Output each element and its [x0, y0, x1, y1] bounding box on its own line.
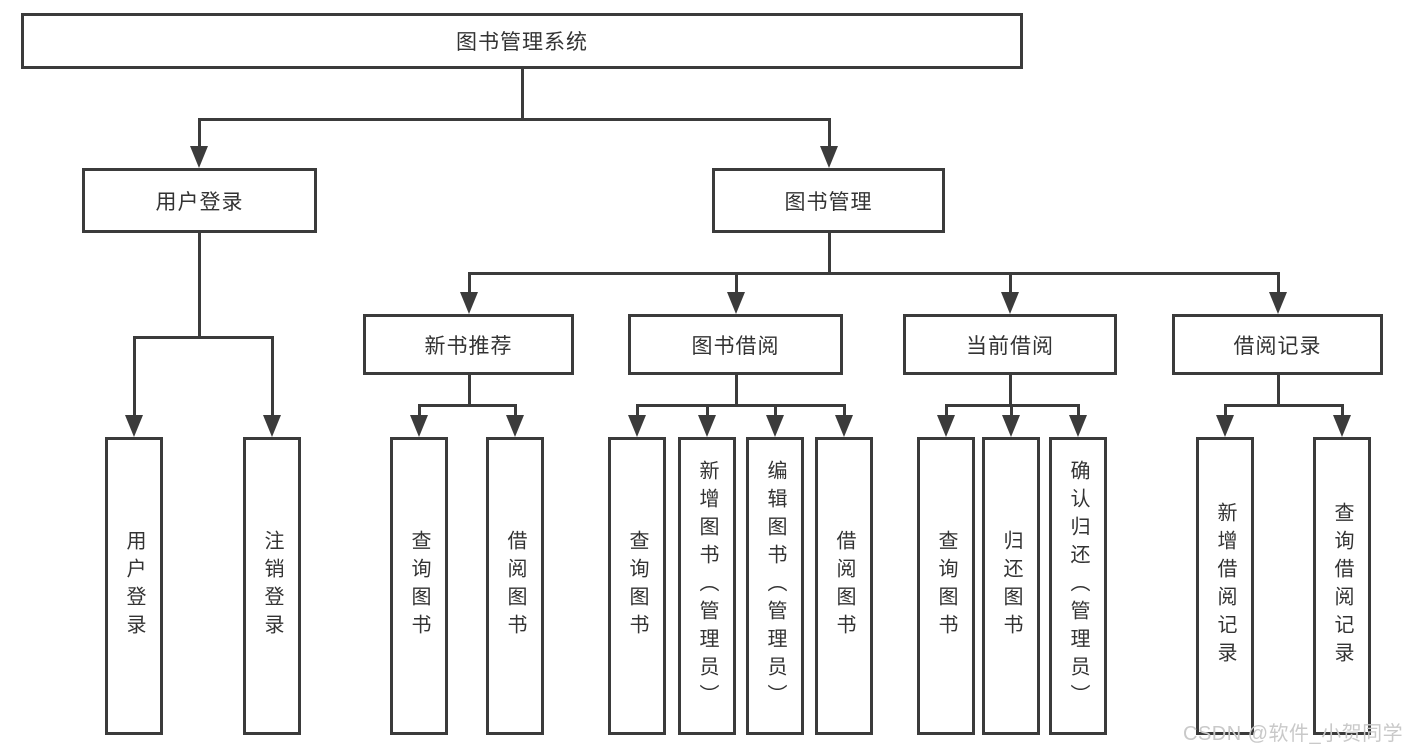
node-label: 新增借阅记录 [1214, 502, 1236, 670]
connector-horizontal-line [132, 335, 274, 339]
node-user-login-branch: 用户登录 [82, 168, 317, 233]
arrow-down-icon [937, 415, 955, 437]
arrow-down-icon [1069, 415, 1087, 437]
connector-arrow-stem [773, 405, 777, 415]
connector-arrow-stem [705, 405, 709, 415]
connector-horizontal-line [417, 403, 517, 407]
connector-arrow-stem [1340, 405, 1344, 415]
leaf-query-book-borrow: 查询图书 [608, 437, 666, 735]
node-label: 查询借阅记录 [1331, 502, 1353, 670]
connector-arrow-stem [197, 119, 201, 146]
node-label: 借阅记录 [1233, 334, 1322, 358]
connector-horizontal-line [197, 117, 831, 121]
node-label: 新书推荐 [424, 334, 513, 358]
arrow-down-icon [263, 415, 281, 437]
connector-arrow-stem [1009, 405, 1013, 415]
node-book-borrow: 图书借阅 [628, 314, 843, 375]
node-root: 图书管理系统 [21, 13, 1023, 69]
arrow-down-icon [766, 415, 784, 437]
node-label: 用户登录 [123, 530, 145, 642]
leaf-borrow-book-recommend: 借阅图书 [486, 437, 544, 735]
node-borrow-records: 借阅记录 [1172, 314, 1383, 375]
node-new-book-recommend: 新书推荐 [363, 314, 574, 375]
leaf-query-borrow-record: 查询借阅记录 [1313, 437, 1371, 735]
connector-arrow-stem [270, 337, 274, 415]
arrow-down-icon [698, 415, 716, 437]
leaf-edit-book-admin: 编辑图书（管理员） [746, 437, 804, 735]
node-current-borrow: 当前借阅 [903, 314, 1117, 375]
node-label: 查询图书 [408, 530, 430, 642]
arrow-down-icon [727, 292, 745, 314]
arrow-down-icon [1002, 415, 1020, 437]
connector-vertical-line [467, 375, 471, 405]
arrow-down-icon [460, 292, 478, 314]
leaf-user-login: 用户登录 [105, 437, 163, 735]
node-label: 用户登录 [155, 190, 244, 214]
node-label: 编辑图书（管理员） [764, 460, 786, 712]
arrow-down-icon [835, 415, 853, 437]
leaf-confirm-return-admin: 确认归还（管理员） [1049, 437, 1107, 735]
connector-vertical-line [197, 233, 201, 337]
connector-arrow-stem [132, 337, 136, 415]
arrow-down-icon [506, 415, 524, 437]
connector-arrow-stem [417, 405, 421, 415]
connector-vertical-line [520, 69, 524, 119]
leaf-return-book: 归还图书 [982, 437, 1040, 735]
node-label: 查询图书 [935, 530, 957, 642]
arrow-down-icon [628, 415, 646, 437]
node-label: 归还图书 [1000, 530, 1022, 642]
arrow-down-icon [1269, 292, 1287, 314]
connector-arrow-stem [1008, 273, 1012, 292]
connector-arrow-stem [827, 119, 831, 146]
connector-arrow-stem [944, 405, 948, 415]
leaf-add-borrow-record: 新增借阅记录 [1196, 437, 1254, 735]
connector-arrow-stem [1076, 405, 1080, 415]
arrow-down-icon [190, 146, 208, 168]
arrow-down-icon [125, 415, 143, 437]
connector-arrow-stem [842, 405, 846, 415]
connector-arrow-stem [1276, 273, 1280, 292]
node-label: 借阅图书 [833, 530, 855, 642]
connector-arrow-stem [513, 405, 517, 415]
node-label: 新增图书（管理员） [696, 460, 718, 712]
connector-arrow-stem [635, 405, 639, 415]
leaf-query-book-current: 查询图书 [917, 437, 975, 735]
arrow-down-icon [1001, 292, 1019, 314]
arrow-down-icon [1216, 415, 1234, 437]
arrow-down-icon [820, 146, 838, 168]
node-book-management-branch: 图书管理 [712, 168, 945, 233]
node-label: 借阅图书 [504, 530, 526, 642]
leaf-add-book-admin: 新增图书（管理员） [678, 437, 736, 735]
node-label: 查询图书 [626, 530, 648, 642]
node-label: 图书管理 [784, 190, 873, 214]
connector-vertical-line [734, 375, 738, 405]
node-label: 确认归还（管理员） [1067, 460, 1089, 712]
connector-horizontal-line [467, 271, 1280, 275]
leaf-query-book-recommend: 查询图书 [390, 437, 448, 735]
node-label: 图书借阅 [691, 334, 780, 358]
csdn-watermark: CSDN @软件_小贺同学 [1183, 723, 1404, 745]
node-label: 图书管理系统 [456, 31, 588, 54]
connector-horizontal-line [635, 403, 846, 407]
node-label: 当前借阅 [966, 334, 1054, 358]
leaf-borrow-book: 借阅图书 [815, 437, 873, 735]
connector-vertical-line [827, 233, 831, 273]
connector-vertical-line [1276, 375, 1280, 405]
connector-arrow-stem [1223, 405, 1227, 415]
leaf-logout: 注销登录 [243, 437, 301, 735]
connector-horizontal-line [1223, 403, 1344, 407]
connector-arrow-stem [467, 273, 471, 292]
connector-vertical-line [1008, 375, 1012, 405]
connector-arrow-stem [734, 273, 738, 292]
node-label: 注销登录 [261, 530, 283, 642]
arrow-down-icon [410, 415, 428, 437]
arrow-down-icon [1333, 415, 1351, 437]
